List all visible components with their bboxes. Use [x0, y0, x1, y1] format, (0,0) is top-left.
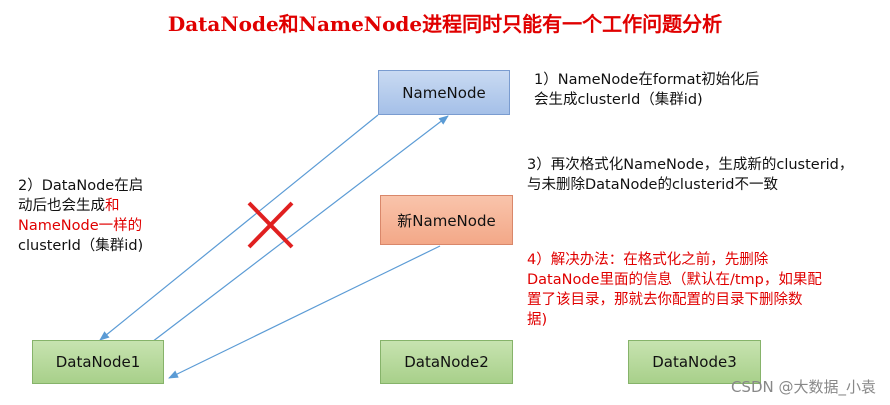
watermark: CSDN @大数据_小袁 [730, 378, 876, 396]
diagram-title: DataNode和NameNode进程同时只能有一个工作问题分析 [167, 12, 723, 36]
datanode2-box: DataNode2 [380, 340, 513, 384]
note-4-line-1: 4）解决办法：在格式化之前，先删除 [527, 252, 769, 268]
arrow-datanode1-to-namenode [151, 115, 449, 343]
note-3-line-2: 与未删除DataNode的clusterid不一致 [527, 177, 779, 193]
note-2-line-3: NameNode一样的 [18, 218, 143, 234]
note-3: 3）再次格式化NameNode，生成新的clusterid， 与未删除DataN… [527, 155, 853, 195]
cross-icon [247, 201, 294, 249]
arrow-new-namenode-to-datanode1 [168, 245, 441, 379]
note-2-line-2b: 和 [105, 198, 120, 214]
namenode-box: NameNode [378, 70, 510, 115]
note-4-line-3: 置了该目录，那就去你配置的目录下删除数 [527, 292, 803, 308]
note-2-line-2a: 动后也会生成 [18, 198, 105, 214]
new-namenode-box: 新NameNode [380, 195, 513, 245]
note-3-line-1: 3）再次格式化NameNode，生成新的clusterid， [527, 157, 854, 173]
datanode3-box: DataNode3 [628, 340, 761, 384]
note-4-line-2: DataNode里面的信息（默认在/tmp，如果配 [527, 272, 822, 288]
note-1-line-2: 会生成clusterId（集群id) [534, 92, 703, 108]
note-1: 1）NameNode在format初始化后 会生成clusterId（集群id) [534, 70, 759, 110]
note-4: 4）解决办法：在格式化之前，先删除 DataNode里面的信息（默认在/tmp，… [527, 250, 822, 330]
note-2-line-2: 动后也会生成和 [18, 196, 143, 216]
note-2: 2）DataNode在启 动后也会生成和 NameNode一样的 cluster… [18, 176, 143, 256]
note-4-line-4: 据) [527, 312, 548, 328]
datanode1-box: DataNode1 [32, 340, 164, 384]
note-2-line-1: 2）DataNode在启 [18, 178, 144, 194]
arrow-namenode-to-datanode1 [99, 114, 379, 341]
note-1-line-1: 1）NameNode在format初始化后 [534, 72, 760, 88]
note-2-line-4: clusterId（集群id) [18, 238, 144, 254]
